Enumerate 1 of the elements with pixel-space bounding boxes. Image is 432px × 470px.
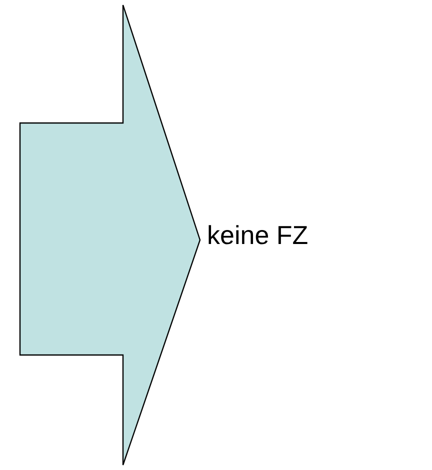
arrow-label: keine FZ: [207, 220, 308, 251]
